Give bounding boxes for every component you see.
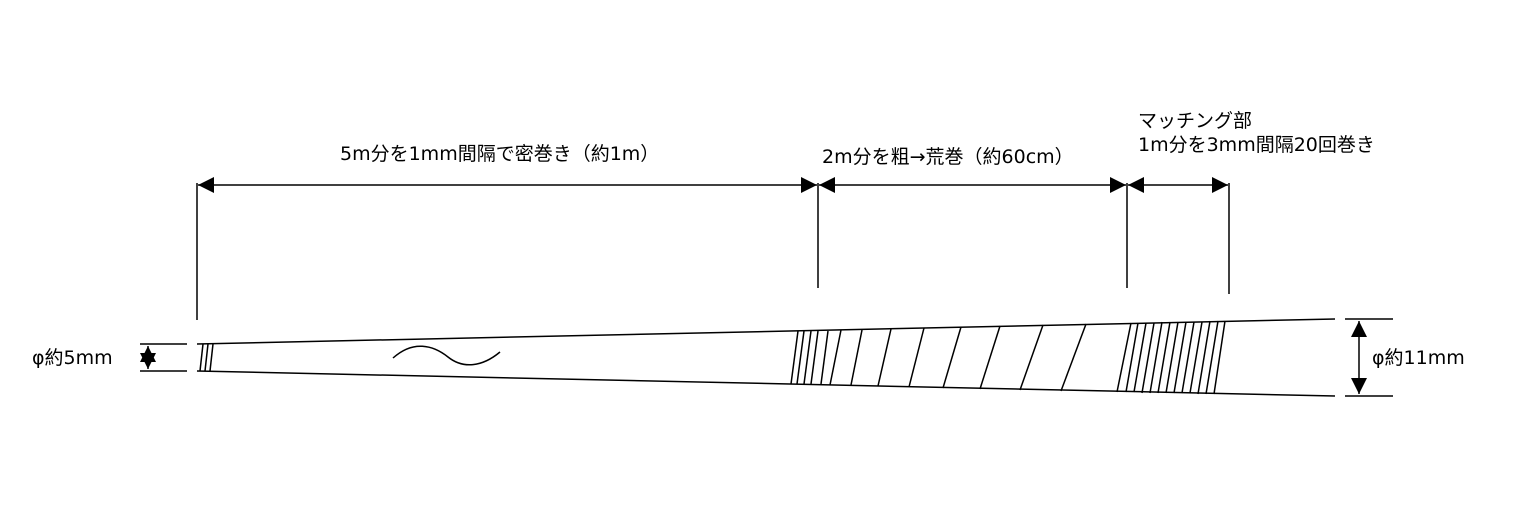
- large-diameter-label: φ約11mm: [1372, 347, 1465, 369]
- matching-winding-marks: [1116, 320, 1226, 395]
- matching-section-title: マッチング部: [1138, 110, 1253, 132]
- dense-winding-marks: [199, 343, 214, 372]
- continuation-squiggle: [392, 345, 501, 366]
- rod-top-edge: [196, 318, 1336, 345]
- section2-label: 2m分を粗→荒巻（約60cm）: [822, 146, 1074, 168]
- small-diameter-label: φ約5mm: [32, 347, 113, 369]
- rod-bottom-edge: [196, 370, 1336, 397]
- section1-label: 5m分を1mm間隔で密巻き（約1m）: [340, 143, 660, 165]
- matching-section-desc: 1m分を3mm間隔20回巻き: [1138, 134, 1375, 156]
- coarse-winding-marks: [790, 323, 1087, 392]
